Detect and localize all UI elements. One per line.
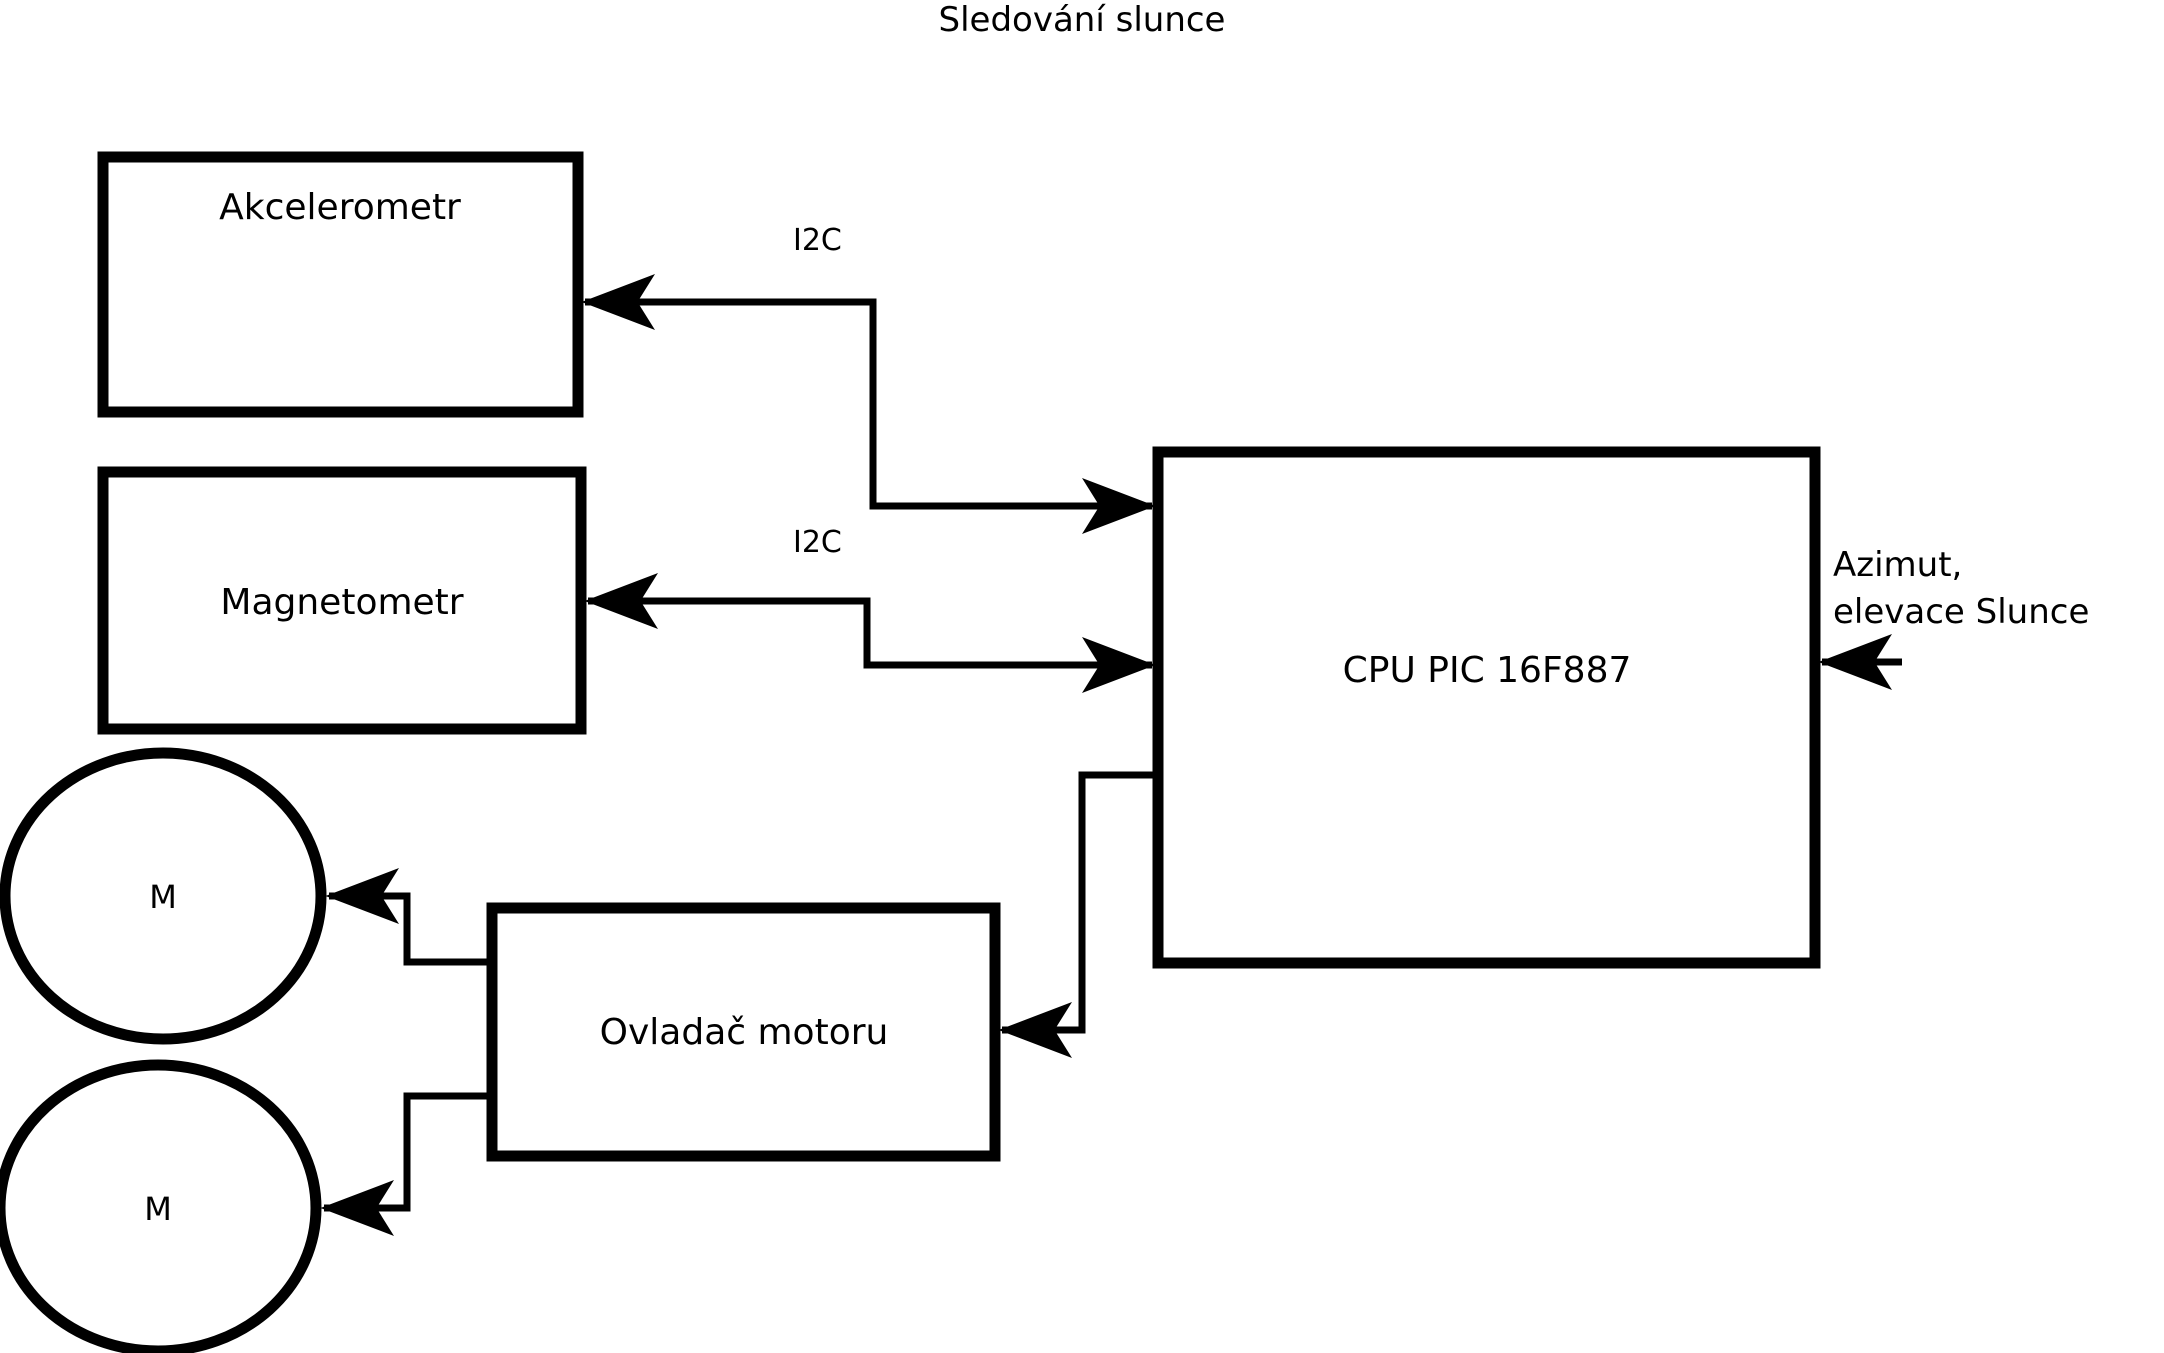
sun-input-label-line1: Azimut, (1833, 545, 1962, 585)
node-motor-2[interactable]: M (0, 1059, 322, 1353)
sun-input-label-line2: elevace Slunce (1833, 592, 2089, 632)
edge-ovladac-motoru-to-motor-2 (320, 1092, 492, 1236)
node-magnetometr[interactable]: Magnetometr (97, 466, 587, 735)
akcelerometr-label: Akcelerometr (219, 187, 461, 228)
edge-cpu-to-akcelerometr (581, 274, 877, 506)
page-title: Sledování slunce (938, 0, 1226, 40)
cpu-label: CPU PIC 16F887 (1343, 650, 1632, 691)
edge-label-i2c-accelerometer: I2C (793, 223, 842, 258)
ovladac-motoru-box (486, 902, 1001, 1162)
motor-2-circle (0, 1059, 322, 1353)
node-akcelerometr[interactable]: Akcelerometr (97, 151, 584, 418)
node-cpu[interactable]: CPU PIC 16F887 (1152, 446, 1821, 969)
motor-1-circle (0, 747, 327, 1045)
magnetometr-box (97, 466, 587, 735)
node-ovladac-motoru[interactable]: Ovladač motoru (486, 902, 1001, 1162)
cpu-box (1152, 446, 1821, 969)
ovladac-motoru-label: Ovladač motoru (600, 1012, 889, 1053)
node-motor-1[interactable]: M (0, 747, 327, 1045)
edge-magnetometr-to-cpu (863, 601, 1156, 693)
akcelerometr-box (97, 151, 584, 418)
edge-label-i2c-magnetometer: I2C (793, 525, 842, 560)
edge-cpu-to-magnetometr (584, 573, 871, 665)
magnetometr-label: Magnetometr (220, 582, 463, 623)
motor-1-label: M (149, 878, 177, 916)
edge-akcelerometr-to-cpu (869, 302, 1156, 534)
edge-cpu-to-ovladac-motoru (998, 771, 1158, 1058)
edge-ovladac-motoru-to-motor-1 (325, 868, 492, 966)
motor-2-label: M (144, 1190, 172, 1228)
